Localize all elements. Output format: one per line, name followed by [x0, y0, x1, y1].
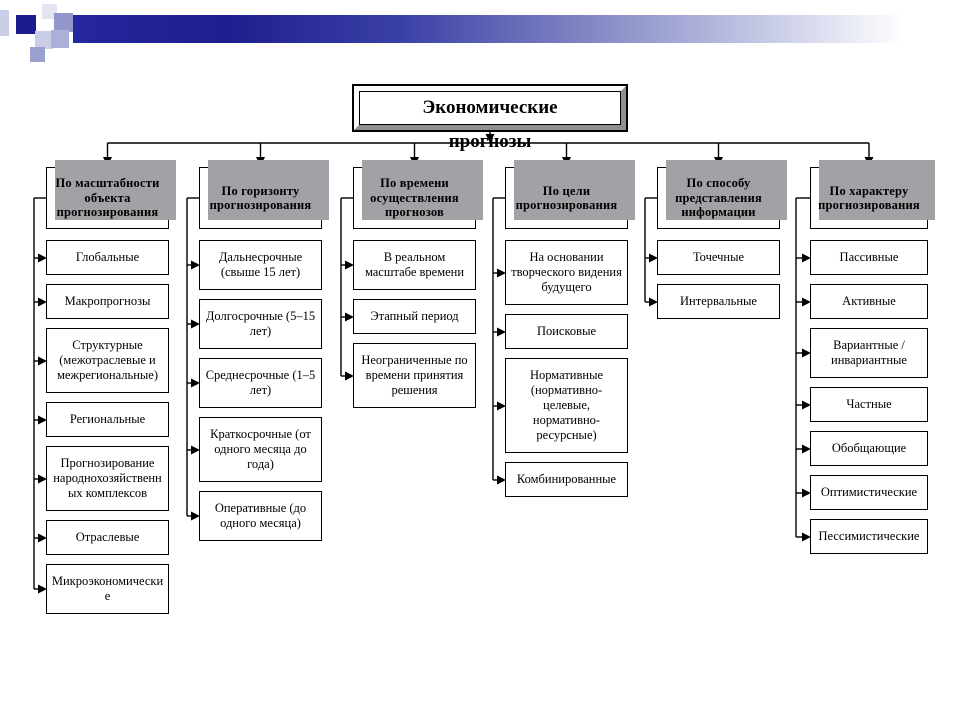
- category-header: По характеру прогнозирования: [810, 160, 935, 229]
- category-header: По горизонту прогнозирования: [199, 160, 329, 229]
- diagram-title: Экономические: [359, 91, 621, 125]
- category-header: По времени осуществления прогнозов: [353, 160, 483, 229]
- item-box: Поисковые: [505, 314, 628, 349]
- item-box: Активные: [810, 284, 928, 319]
- item-box: Дальнесрочные (свыше 15 лет): [199, 240, 322, 290]
- item-box: Оптимистические: [810, 475, 928, 510]
- item-box: Микроэкономические: [46, 564, 169, 614]
- decor-square: [42, 4, 57, 19]
- item-box: В реальном масштабе времени: [353, 240, 476, 290]
- diagram-title-box: Экономические: [352, 84, 628, 132]
- item-box: На основании творческого видения будущег…: [505, 240, 628, 305]
- decor-square: [54, 13, 73, 32]
- item-box: Макропрогнозы: [46, 284, 169, 319]
- category-column-4: По цели прогнозирования На основании твор…: [505, 160, 635, 506]
- item-box: Прогнозирование народнохозяйственных ком…: [46, 446, 169, 511]
- item-box: Пассивные: [810, 240, 928, 275]
- item-box: Комбинированные: [505, 462, 628, 497]
- item-box: Структурные (межотраслевые и межрегионал…: [46, 328, 169, 393]
- item-box: Интервальные: [657, 284, 780, 319]
- category-column-3: По времени осуществления прогнозов В реал…: [353, 160, 483, 417]
- decor-square: [51, 30, 69, 48]
- item-box: Точечные: [657, 240, 780, 275]
- item-box: Вариантные /инвариантные: [810, 328, 928, 378]
- item-box: Этапный период: [353, 299, 476, 334]
- item-box: Оперативные (до одного месяца): [199, 491, 322, 541]
- item-box: Долгосрочные (5–15 лет): [199, 299, 322, 349]
- category-header: По способу представления информации: [657, 160, 787, 229]
- title-bevel-frame: Экономические: [354, 86, 626, 130]
- category-header: По цели прогнозирования: [505, 160, 635, 229]
- item-box: Среднесрочные (1–5 лет): [199, 358, 322, 408]
- item-box: Пессимистические: [810, 519, 928, 554]
- item-box: Обобщающие: [810, 431, 928, 466]
- top-gradient-bar: [73, 15, 930, 43]
- item-box: Частные: [810, 387, 928, 422]
- item-box: Нормативные (нормативно-целевые, нормати…: [505, 358, 628, 453]
- item-box: Отраслевые: [46, 520, 169, 555]
- decor-square: [16, 15, 36, 34]
- item-box: Глобальные: [46, 240, 169, 275]
- decor-square: [35, 31, 53, 49]
- item-box: Краткосрочные (от одного месяца до года): [199, 417, 322, 482]
- category-header: По масштабности объекта прогнозирования: [46, 160, 176, 229]
- decor-square: [30, 47, 45, 62]
- item-box: Неограниченные по времени принятия решен…: [353, 343, 476, 408]
- decor-square: [0, 10, 9, 36]
- diagram-title-line2: прогнозы: [448, 131, 532, 152]
- item-box: Региональные: [46, 402, 169, 437]
